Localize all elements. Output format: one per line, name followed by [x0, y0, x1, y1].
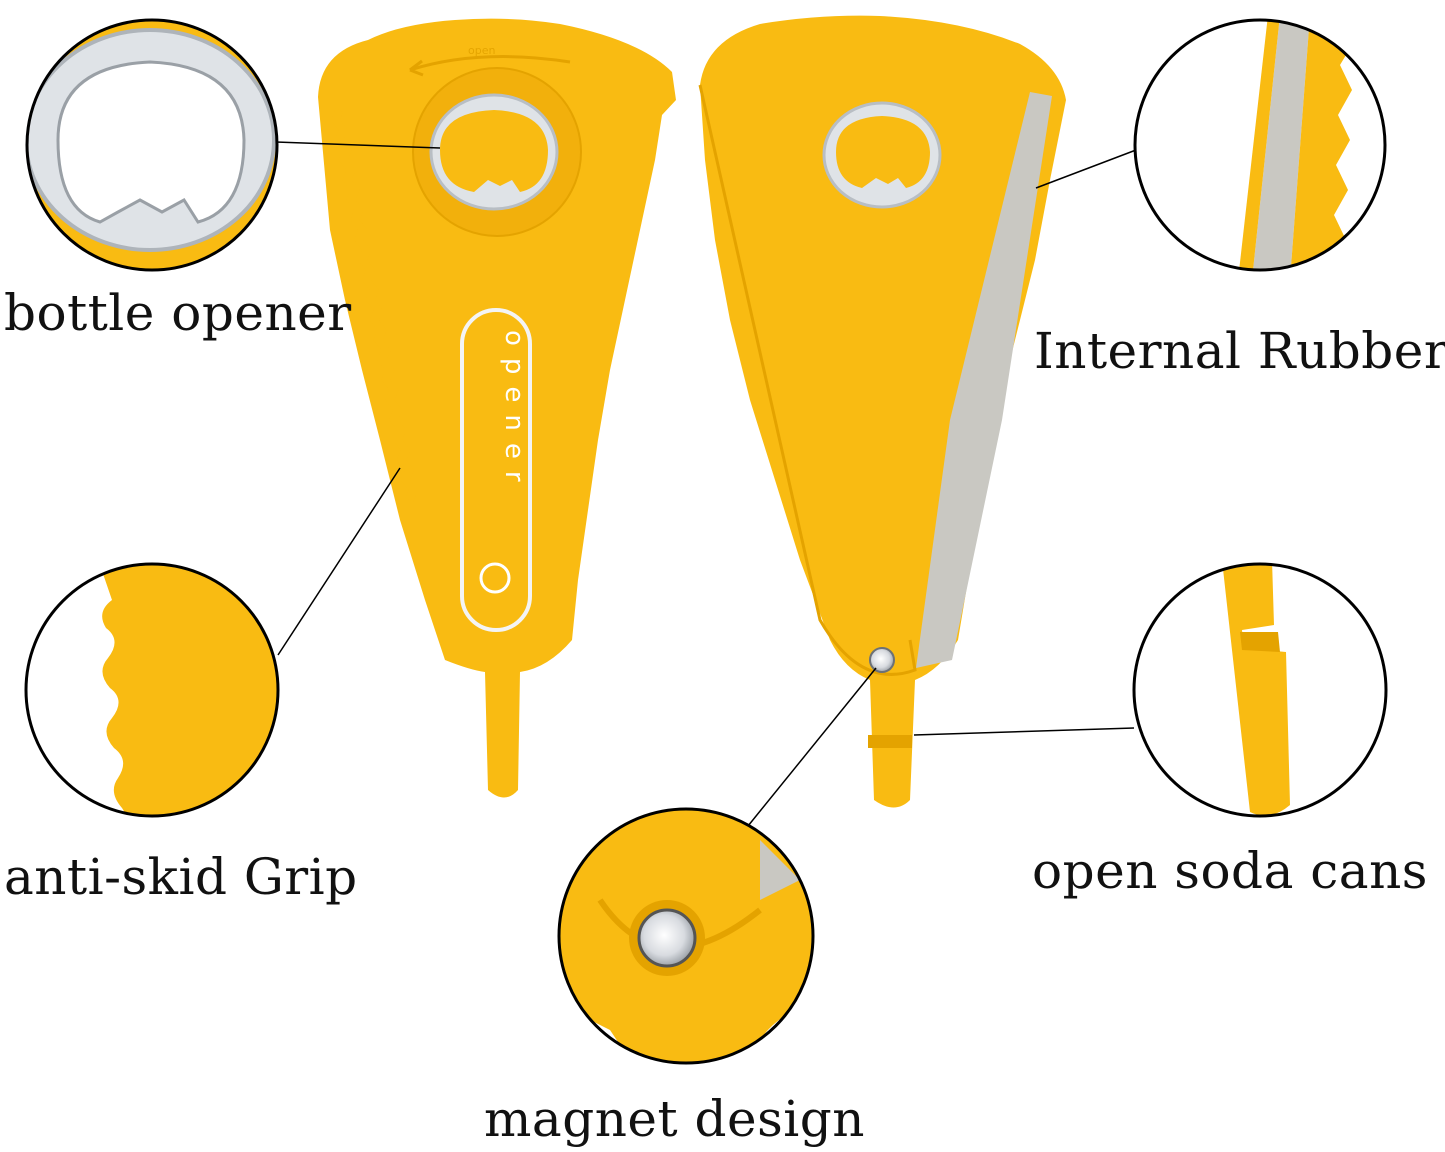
logo-icon [479, 562, 511, 594]
bottle-opener-hole [440, 110, 548, 192]
zoom-soda-cans [1132, 562, 1388, 818]
callout-lines [275, 141, 1137, 827]
zoom-internal-rubber [1133, 18, 1387, 272]
label-internal-rubber: Internal Rubber [1034, 322, 1445, 380]
open-arrow-icon [409, 55, 571, 72]
label-anti-skid-grip: anti-skid Grip [4, 848, 358, 906]
label-magnet-design: magnet design [484, 1090, 865, 1148]
arrow-label: open [468, 44, 495, 57]
callout-line-internal-rubber [1035, 149, 1137, 189]
opener-back-body [700, 15, 1066, 808]
zoom-bottle-opener [25, 18, 279, 272]
magnet [869, 647, 895, 673]
engraved-word: opener [499, 330, 529, 494]
callout-line-anti-skid [277, 467, 401, 656]
callout-line-bottle-opener [275, 141, 441, 149]
opener-back [698, 15, 1066, 808]
engraved-plate [460, 308, 532, 632]
callout-line-soda-cans [913, 727, 1135, 736]
zoom-magnet [557, 807, 815, 1065]
grip-teeth-left [330, 107, 418, 503]
opener-front-body [318, 18, 676, 798]
callout-line-magnet [747, 667, 877, 827]
back-bottle-opener-hole [836, 116, 930, 188]
internal-rubber-strip [916, 92, 1052, 668]
label-bottle-opener: bottle opener [4, 284, 352, 342]
opener-front: open opener [318, 18, 676, 798]
soda-can-tab-notch [868, 735, 912, 748]
zoom-anti-skid [24, 562, 280, 818]
label-open-soda-cans: open soda cans [1032, 842, 1428, 900]
